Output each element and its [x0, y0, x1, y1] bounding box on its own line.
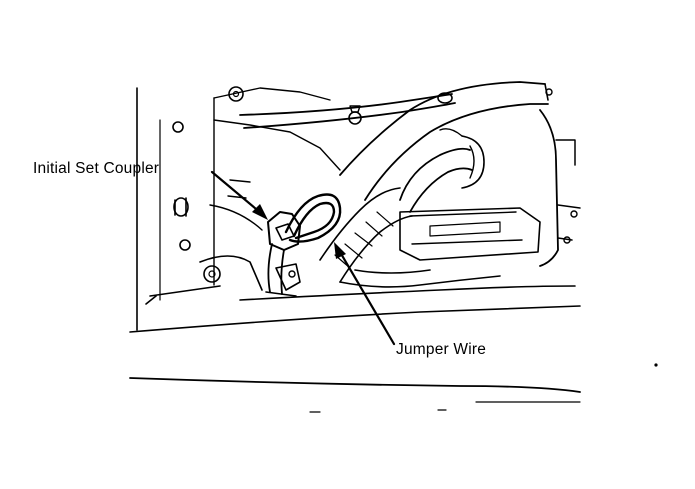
jumper-wire-label: Jumper Wire [396, 341, 487, 358]
jumper-leader-line [334, 242, 396, 346]
engine-bay-linework [129, 81, 658, 413]
initial-set-coupler-label: Initial Set Coupler [33, 160, 160, 177]
coupler-leader-line [210, 170, 268, 220]
jumper-wire [284, 193, 342, 243]
initial-set-coupler [265, 211, 301, 297]
